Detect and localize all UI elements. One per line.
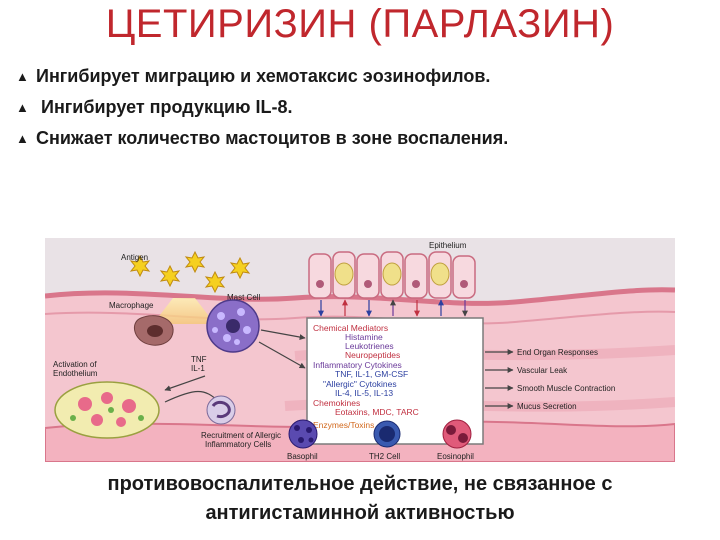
triangle-bullet-icon: ▲ [16, 100, 29, 115]
histamine-label: Histamine [345, 332, 383, 342]
epithelium-label: Epithelium [429, 241, 467, 250]
recruitment-label-line2: Inflammatory Cells [205, 440, 271, 449]
eotaxins-label: Eotaxins, MDC, TARC [335, 407, 419, 417]
th2-cell-icon [373, 420, 401, 448]
epithelium [308, 251, 476, 299]
bullet-text: Ингибирует продукцию IL-8. [36, 97, 293, 117]
macrophage-icon [134, 315, 174, 346]
basophil-icon [288, 419, 318, 449]
epithelium-box-arrows [318, 299, 468, 317]
bullet-item: ▲ Ингибирует миграцию и хемотаксис эозино… [16, 64, 716, 95]
endothelial-cell-icon [54, 381, 160, 439]
th2-cell-label: TH2 Cell [369, 452, 400, 461]
triangle-bullet-icon: ▲ [16, 69, 29, 84]
page-title: ЦЕТИРИЗИН (ПАРЛАЗИН) [105, 2, 615, 46]
caption: противовоспалительное действие, не связа… [0, 470, 720, 528]
triangle-bullet-icon: ▲ [16, 131, 29, 146]
leukotrienes-label: Leukotrienes [345, 341, 394, 351]
end-organ-responses-label: End Organ Responses [517, 348, 598, 357]
basophil-label: Basophil [287, 452, 318, 461]
bullet-item: ▲ Снижает количество мастоцитов в зоне во… [16, 126, 716, 157]
smooth-muscle-label: Smooth Muscle Contraction [517, 384, 615, 393]
allergic-cytokines-label: "Allergic" Cytokines [323, 379, 397, 389]
chemokines-label: Chemokines [313, 398, 360, 408]
vascular-leak-label: Vascular Leak [517, 366, 568, 375]
recruitment-label-line1: Recruitment of Allergic [201, 431, 281, 440]
allergic-inflammation-diagram: Epithelium Antigen Macrophage Mast Cell … [44, 238, 676, 463]
caption-line2: антигистаминной активностью [205, 502, 515, 524]
eosinophil-icon [442, 419, 472, 449]
light-beam [153, 298, 215, 324]
antigen-icon [129, 250, 251, 294]
tnf-cytokines-label: TNF, IL-1, GM-CSF [335, 369, 408, 379]
macrophage-label: Macrophage [109, 301, 154, 310]
bullet-text: Ингибирует миграцию и хемотаксис эозиноф… [36, 66, 491, 86]
activation-label-line1: Activation of [53, 360, 97, 369]
eosinophil-label: Eosinophil [437, 452, 474, 461]
il1-label: IL-1 [191, 364, 205, 373]
neuropeptides-label: Neuropeptides [345, 350, 400, 360]
interleukins-label: IL-4, IL-5, IL-13 [335, 388, 393, 398]
inflammatory-cytokines-label: Inflammatory Cytokines [313, 360, 402, 370]
mast-cell-icon [206, 299, 260, 353]
bullet-list: ▲ Ингибирует миграцию и хемотаксис эозино… [16, 64, 716, 157]
response-arrows [485, 349, 514, 409]
mast-cell-label: Mast Cell [227, 293, 261, 302]
bullet-item: ▲ Ингибирует продукцию IL-8. [16, 95, 716, 126]
enzymes-label: Enzymes/Toxins [313, 420, 374, 430]
tnf-label: TNF [191, 355, 207, 364]
caption-line1: противовоспалительное действие, не связа… [107, 473, 613, 495]
chemical-mediators-label: Chemical Mediators [313, 323, 388, 333]
activation-label-line2: Endothelium [53, 369, 98, 378]
bullet-text: Снижает количество мастоцитов в зоне вос… [36, 128, 509, 148]
mucus-secretion-label: Mucus Secretion [517, 402, 577, 411]
antigen-label: Antigen [121, 253, 148, 262]
inflammatory-cell-icon [206, 395, 236, 425]
